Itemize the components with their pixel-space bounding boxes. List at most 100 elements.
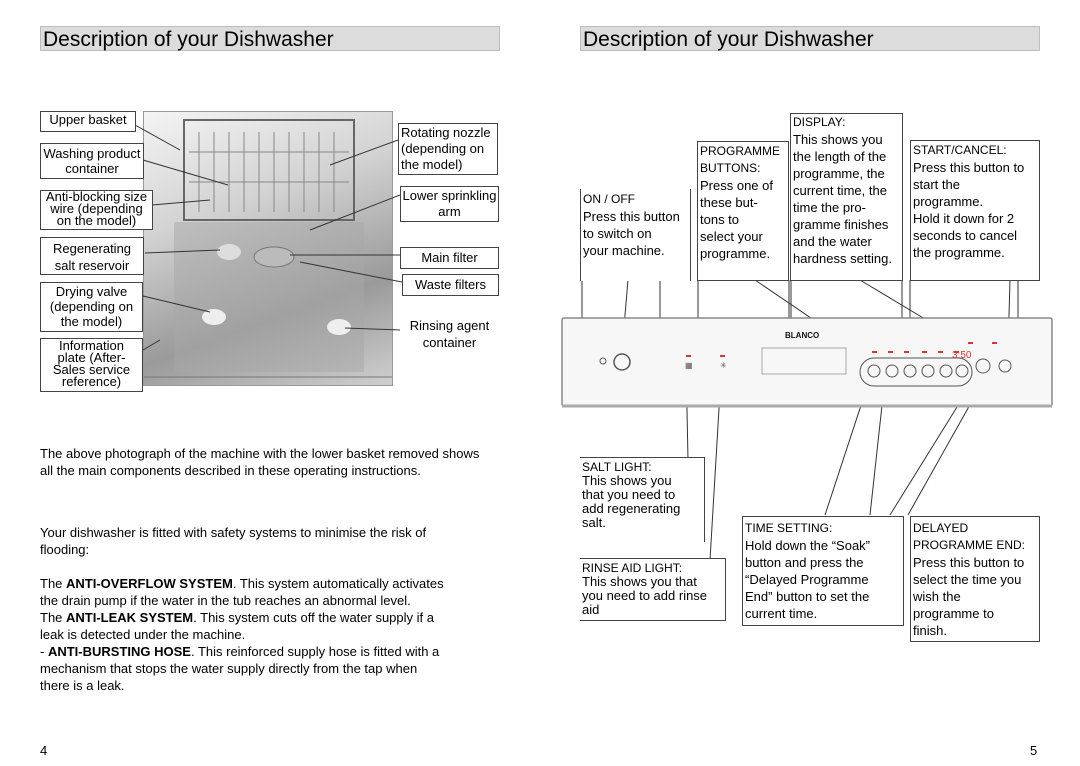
label-text: arm [438,204,461,219]
callout-line: these but- [700,195,758,210]
callout-line: programme, the [793,166,885,181]
left-leader-lines [134,124,403,351]
callout-line: current time, the [793,183,887,198]
text-bold: ANTI-OVERFLOW SYSTEM [66,576,233,591]
callout-line: ON / OFF [583,192,635,206]
label-text: container [65,161,119,176]
text: The [40,576,67,591]
callout-on-off: ON / OFF Press this button to switch on … [580,189,691,281]
label-text: Main filter [421,250,478,265]
callout-line: tons to [700,212,740,227]
label-rinsing-agent: Rinsing agent container [400,316,499,358]
label-anti-blocking: Anti-blocking size wire (depending on th… [40,190,153,230]
para-line: there is a leak. [40,678,125,693]
callout-line: “Delayed Programme [745,572,869,587]
callout-line: RINSE AID LIGHT: [582,561,683,575]
callout-line: add regenerating [582,501,681,516]
para-line: The above photograph of the machine with… [40,446,480,461]
label-text: Rotating nozzle [401,125,491,140]
callout-line: Press one of [700,178,773,193]
label-text: reference) [61,374,122,389]
callout-programme-buttons: PROGRAMME BUTTONS: Press one of these bu… [697,141,789,281]
callout-line: to switch on [583,226,652,241]
left-page-title: Description of your Dishwasher [40,26,500,51]
callout-rinse-aid-light: RINSE AID LIGHT: This shows you that you… [580,558,726,621]
label-text: (depending on [401,141,485,156]
para-line: all the main components described in the… [40,463,421,478]
callout-line: PROGRAMME END: [913,538,1026,552]
label-text: container [422,335,477,350]
right-page-title: Description of your Dishwasher [580,26,1040,51]
callout-line: the programme. [913,245,1005,260]
label-text: Sales service [52,362,131,377]
label-text: Waste filters [414,277,487,292]
label-text: Lower sprinkling [402,188,497,203]
callout-line: select your [700,229,763,244]
callout-line: This shows you [793,132,883,147]
anti-overflow-line: The ANTI-OVERFLOW SYSTEM. This system au… [40,575,510,592]
safety-systems-list: The ANTI-OVERFLOW SYSTEM. This system au… [40,575,510,694]
label-text: Regenerating [52,241,132,256]
callout-line: Press this button [583,209,680,224]
callout-line: wish the [913,589,961,604]
label-text: Washing product [43,146,141,161]
label-text: salt reservoir [54,258,130,273]
para-line: leak is detected under the machine. [40,627,246,642]
callout-line: your machine. [583,243,665,258]
callout-line: the length of the [793,149,887,164]
intro-paragraph: The above photograph of the machine with… [40,445,505,479]
label-text: Drying valve [55,284,128,299]
callout-line: aid [582,602,600,617]
callout-line: hardness setting. [793,251,893,266]
label-text: Upper basket [49,112,127,127]
callout-line: programme to [913,606,994,621]
callout-line: and the water [793,234,872,249]
callout-line: programme. [700,246,771,261]
label-regenerating-salt: Regenerating salt reservoir [40,237,144,275]
text: . This reinforced supply hose is fitted … [190,644,440,659]
label-text: wire (depending [50,201,143,216]
label-drying-valve: Drying valve (depending on the model) [40,282,143,332]
text: The [40,610,67,625]
dishwasher-interior-photo [143,111,393,386]
callout-line: gramme finishes [793,217,889,232]
text: - [40,644,48,659]
anti-bursting-line: - ANTI-BURSTING HOSE. This reinforced su… [40,643,510,660]
label-text: Rinsing agent [409,318,490,333]
callout-delayed-programme-end: DELAYED PROGRAMME END: Press this button… [910,516,1040,642]
callout-line: End” button to set the [745,589,870,604]
callout-line: start the [913,177,960,192]
label-text: the model) [60,314,123,329]
callout-line: programme. [913,194,984,209]
label-text: Information [58,338,125,353]
para-line: flooding: [40,542,90,557]
para-line: Your dishwasher is fitted with safety sy… [40,525,427,540]
callout-start-cancel: START/CANCEL: Press this button to start… [910,140,1040,281]
callout-line: This shows you [582,473,672,488]
text-bold: ANTI-LEAK SYSTEM [66,610,194,625]
display-readout: 3:50 [952,350,972,361]
callout-line: select the time you [913,572,1022,587]
label-information-plate: Information plate (After- Sales service … [40,338,143,392]
callout-line: DELAYED [913,521,969,535]
callout-line: salt. [582,515,606,530]
callout-line: finish. [913,623,947,638]
para-line: mechanism that stops the water supply di… [40,661,418,676]
callout-time-setting: TIME SETTING: Hold down the “Soak” butto… [742,516,904,626]
callout-line: Press this button to [913,160,1025,175]
callout-line: button and press the [745,555,864,570]
callout-line: time the pro- [793,200,866,215]
label-text: the model) [401,157,463,172]
control-panel-diagram: BLANCO ▦ ✳ 3:50 [561,279,1053,561]
callout-line: SALT LIGHT: [582,460,652,474]
brand-logo: BLANCO [785,331,819,340]
text: . This system cuts off the water supply … [193,610,434,625]
page-number-right: 5 [1030,743,1038,758]
label-text: Anti-blocking size [45,189,148,204]
callout-line: TIME SETTING: [745,521,833,535]
label-text: (depending on [49,299,134,314]
svg-text:✳: ✳ [720,361,727,370]
callout-line: This shows you that [582,574,697,589]
callout-line: Hold it down for 2 [913,211,1015,226]
label-upper-basket: Upper basket [40,111,136,132]
